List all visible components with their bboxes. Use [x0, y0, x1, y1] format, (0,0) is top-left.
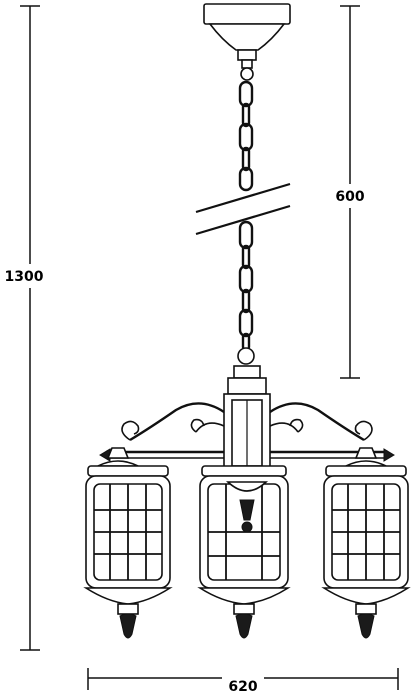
lantern-center	[197, 465, 291, 639]
width-label: 620	[228, 679, 257, 695]
lantern-right	[321, 447, 411, 639]
lantern-left	[83, 447, 173, 639]
scroll-arm-right	[269, 402, 395, 462]
width-dimension-620: 620	[87, 668, 399, 698]
height-dimension-1300: 1300	[2, 5, 50, 651]
chain-break-marks	[195, 182, 291, 236]
chain-lower	[237, 220, 255, 365]
total-height-label: 1300	[5, 269, 44, 285]
ceiling-canopy	[203, 3, 291, 81]
chain-upper	[238, 80, 254, 192]
chain-dimension-600: 600	[330, 5, 370, 379]
chain-length-label: 600	[335, 189, 364, 205]
